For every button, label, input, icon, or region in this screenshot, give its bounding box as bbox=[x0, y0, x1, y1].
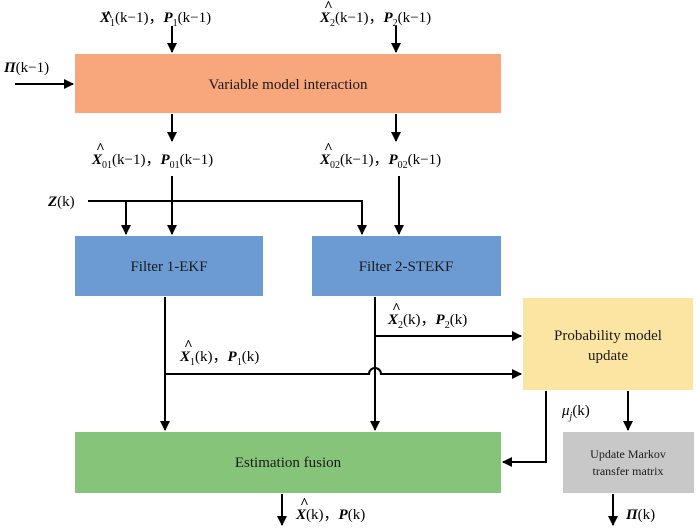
label-x1-p1-k-minus-1: ^ X1(k−1)，P1(k−1) bbox=[99, 9, 211, 29]
svg-text:^: ^ bbox=[324, 141, 333, 157]
label-x01-p01-k-minus-1: ^ X01(k−1)，P01(k−1) bbox=[91, 141, 213, 171]
probability-model-update-box: Probability model update bbox=[523, 298, 693, 390]
svg-text:X2(k)，P2(k): X2(k)，P2(k) bbox=[387, 312, 467, 331]
estimation-fusion-box: Estimation fusion bbox=[75, 432, 501, 493]
svg-text:^: ^ bbox=[324, 0, 333, 15]
arrow-z-to-filter2 bbox=[88, 200, 367, 235]
filter-1-ekf-box: Filter 1-EKF bbox=[75, 236, 263, 296]
label-pi-k-minus-1: Π(k−1) bbox=[3, 60, 49, 76]
filter-2-stekf-box: Filter 2-STEKF bbox=[312, 236, 501, 296]
svg-text:^: ^ bbox=[104, 9, 113, 25]
svg-text:X(k)，P(k): X(k)，P(k) bbox=[295, 507, 365, 523]
svg-text:X1(k)，P1(k): X1(k)，P1(k) bbox=[179, 349, 259, 368]
svg-text:X02(k−1)，P02(k−1): X02(k−1)，P02(k−1) bbox=[319, 152, 441, 171]
label-pi-k: Π(k) bbox=[625, 507, 655, 523]
probability-model-update-label-line1: Probability model bbox=[554, 328, 662, 344]
svg-text:X1(k−1)，P1(k−1): X1(k−1)，P1(k−1) bbox=[99, 10, 211, 29]
variable-model-interaction-label: Variable model interaction bbox=[208, 77, 368, 93]
filter-1-ekf-label: Filter 1-EKF bbox=[130, 259, 207, 275]
label-mu-j-k: μj(k) bbox=[561, 403, 590, 422]
arrow-mu-to-fusion bbox=[502, 391, 547, 467]
update-markov-label-line2: transfer matrix bbox=[593, 464, 664, 478]
estimation-fusion-label: Estimation fusion bbox=[235, 455, 342, 471]
label-x1-p1-k: ^ X1(k)，P1(k) bbox=[179, 338, 259, 368]
svg-text:^: ^ bbox=[96, 141, 105, 157]
svg-text:^: ^ bbox=[300, 496, 309, 512]
svg-text:^: ^ bbox=[392, 301, 401, 317]
update-markov-transfer-matrix-box: Update Markov transfer matrix bbox=[563, 432, 694, 493]
probability-model-update-label-line2: update bbox=[588, 348, 628, 364]
svg-text:^: ^ bbox=[184, 338, 193, 354]
variable-model-interaction-box: Variable model interaction bbox=[75, 54, 501, 113]
label-z-k: Z(k) bbox=[47, 194, 75, 210]
filter-2-stekf-label: Filter 2-STEKF bbox=[359, 259, 454, 275]
connectors bbox=[15, 26, 633, 526]
label-x-p-k-output: ^ X(k)，P(k) bbox=[295, 496, 365, 523]
update-markov-label-line1: Update Markov bbox=[590, 447, 666, 461]
label-x02-p02-k-minus-1: ^ X02(k−1)，P02(k−1) bbox=[319, 141, 441, 171]
svg-text:X01(k−1)，P01(k−1): X01(k−1)，P01(k−1) bbox=[91, 152, 213, 171]
svg-text:X2(k−1)，P2(k−1): X2(k−1)，P2(k−1) bbox=[319, 10, 431, 29]
label-x2-p2-k: ^ X2(k)，P2(k) bbox=[387, 301, 467, 331]
arrow-filter1-to-probability bbox=[165, 367, 522, 379]
label-x2-p2-k-minus-1: ^ X2(k−1)，P2(k−1) bbox=[319, 0, 431, 29]
